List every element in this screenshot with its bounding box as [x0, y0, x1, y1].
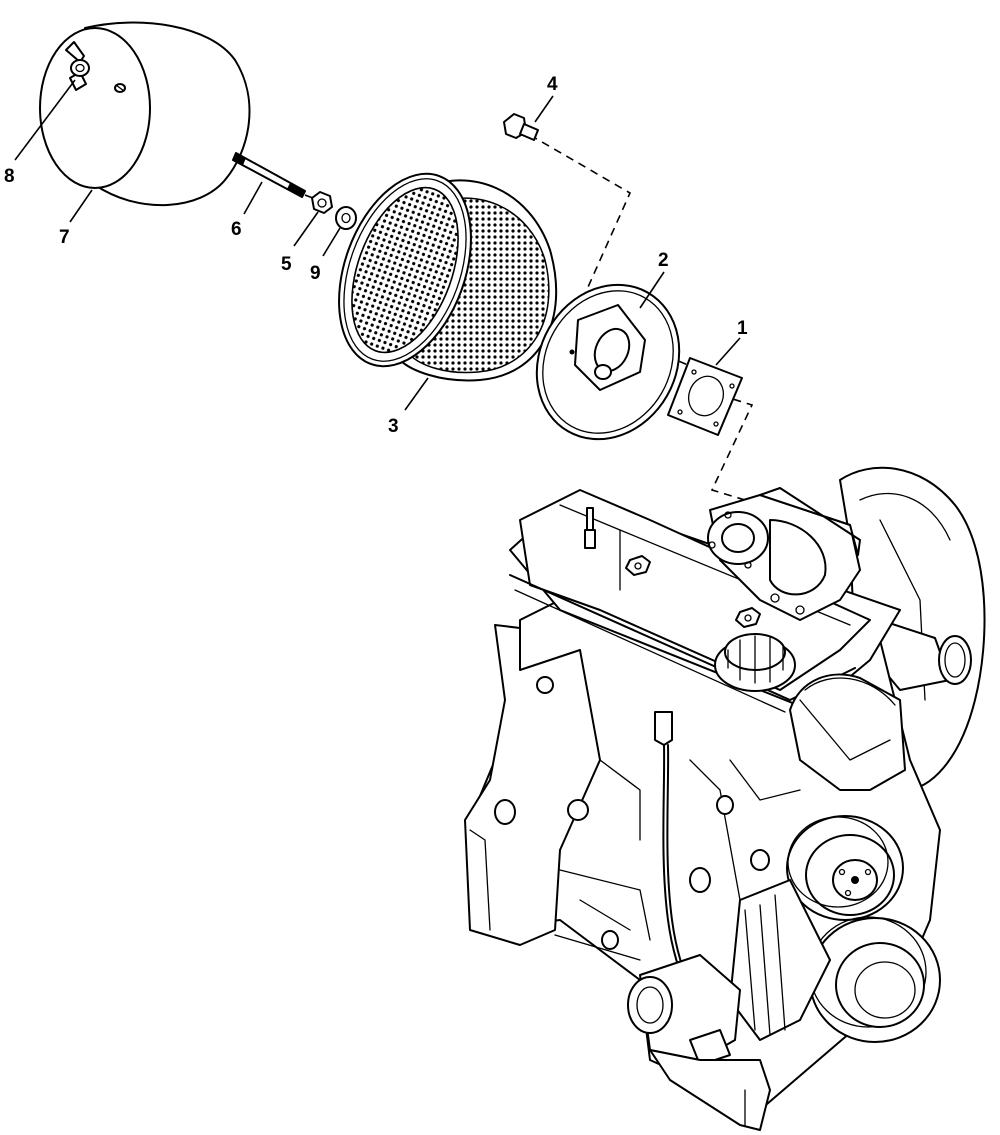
- callout-1: 1: [737, 318, 748, 339]
- air-filter-element: [338, 172, 558, 382]
- callout-8: 8: [4, 166, 15, 187]
- callout-2: 2: [658, 250, 669, 271]
- callout-9: 9: [310, 263, 321, 284]
- callout-6: 6: [231, 219, 242, 240]
- air-cleaner-base: [535, 283, 681, 441]
- air-cleaner-cover: [39, 21, 251, 207]
- wing-nut: [65, 41, 90, 91]
- callout-labels: 1 2 3 4 5 6 7 8 9: [4, 74, 748, 437]
- washer: [335, 206, 357, 230]
- callout-7: 7: [59, 227, 70, 248]
- nut: [311, 191, 333, 214]
- stud: [232, 152, 306, 198]
- bolt: [503, 113, 539, 141]
- leader-lines: [14, 79, 741, 411]
- engine-assembly: [464, 466, 986, 1131]
- callout-5: 5: [281, 254, 292, 275]
- callout-4: 4: [547, 74, 558, 95]
- callout-3: 3: [388, 416, 399, 437]
- gasket: [667, 357, 743, 436]
